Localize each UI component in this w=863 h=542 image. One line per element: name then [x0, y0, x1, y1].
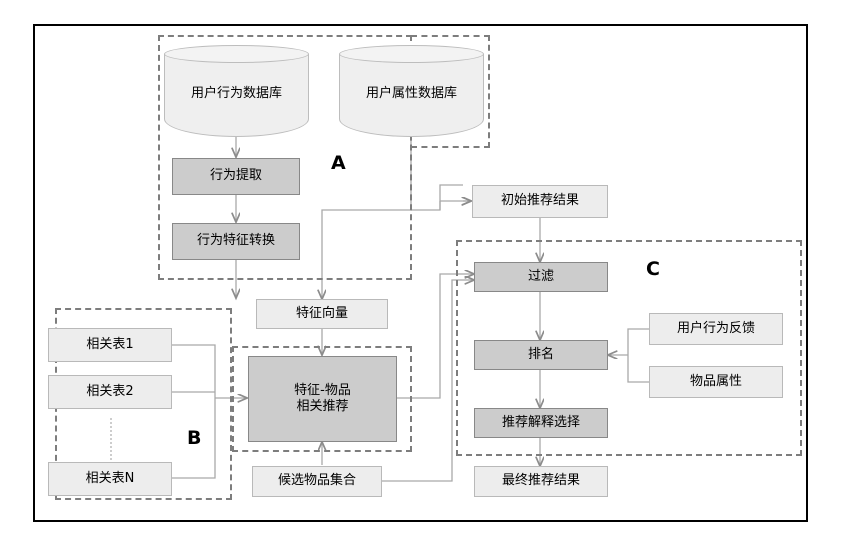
- node-recommend-explain-select-label: 推荐解释选择: [501, 414, 580, 430]
- node-final-recommend-result-label: 最终推荐结果: [501, 473, 580, 489]
- node-candidate-item-set[interactable]: 候选物品集合: [252, 466, 382, 497]
- node-filter[interactable]: 过滤: [474, 262, 608, 292]
- node-related-table-1-label: 相关表1: [86, 336, 134, 352]
- node-final-recommend-result[interactable]: 最终推荐结果: [474, 466, 608, 497]
- node-feature-item-recommend-label-line1: 特征-物品: [294, 382, 351, 398]
- ellipsis-dots: [110, 418, 112, 460]
- group-box-c: [456, 240, 802, 456]
- node-user-attribute-db[interactable]: 用户属性数据库: [339, 45, 484, 137]
- node-filter-label: 过滤: [527, 268, 554, 284]
- node-user-behavior-feedback-label: 用户行为反馈: [676, 320, 755, 336]
- node-item-attribute[interactable]: 物品属性: [649, 366, 783, 398]
- group-label-b: B: [187, 427, 202, 449]
- cylinder-top: [164, 45, 309, 63]
- cylinder-body: [164, 54, 309, 137]
- node-user-behavior-db[interactable]: 用户行为数据库: [164, 45, 309, 137]
- cylinder-top: [339, 45, 484, 63]
- node-feature-item-recommend[interactable]: 特征-物品 相关推荐: [248, 356, 397, 442]
- node-related-table-n-label: 相关表N: [85, 470, 135, 486]
- node-user-attribute-db-label: 用户属性数据库: [365, 85, 457, 101]
- node-ranking[interactable]: 排名: [474, 340, 608, 370]
- node-related-table-2[interactable]: 相关表2: [48, 375, 172, 409]
- node-item-attribute-label: 物品属性: [689, 373, 742, 389]
- node-behavior-extract-label: 行为提取: [209, 168, 262, 184]
- group-label-a: A: [331, 152, 346, 174]
- node-initial-recommend-result-label: 初始推荐结果: [500, 193, 579, 209]
- node-user-behavior-feedback[interactable]: 用户行为反馈: [649, 313, 783, 345]
- node-feature-vector-label: 特征向量: [295, 305, 348, 321]
- node-initial-recommend-result[interactable]: 初始推荐结果: [472, 185, 608, 218]
- node-user-behavior-db-label: 用户行为数据库: [190, 85, 282, 101]
- node-behavior-extract[interactable]: 行为提取: [172, 158, 300, 195]
- group-box-a-attribute: [411, 35, 490, 148]
- node-feature-vector[interactable]: 特征向量: [256, 299, 388, 329]
- group-box-center: [232, 346, 412, 452]
- group-box-a: [158, 35, 412, 280]
- node-candidate-item-set-label: 候选物品集合: [277, 473, 356, 489]
- node-related-table-2-label: 相关表2: [86, 383, 134, 399]
- node-behavior-feature-transform-label: 行为特征转换: [196, 233, 275, 249]
- group-label-c: C: [646, 258, 660, 280]
- node-ranking-label: 排名: [527, 346, 554, 362]
- cylinder-body: [339, 54, 484, 137]
- node-recommend-explain-select[interactable]: 推荐解释选择: [474, 408, 608, 438]
- node-related-table-1[interactable]: 相关表1: [48, 328, 172, 362]
- node-related-table-n[interactable]: 相关表N: [48, 462, 172, 496]
- node-feature-item-recommend-label-line2: 相关推荐: [296, 399, 349, 414]
- node-behavior-feature-transform[interactable]: 行为特征转换: [172, 223, 300, 260]
